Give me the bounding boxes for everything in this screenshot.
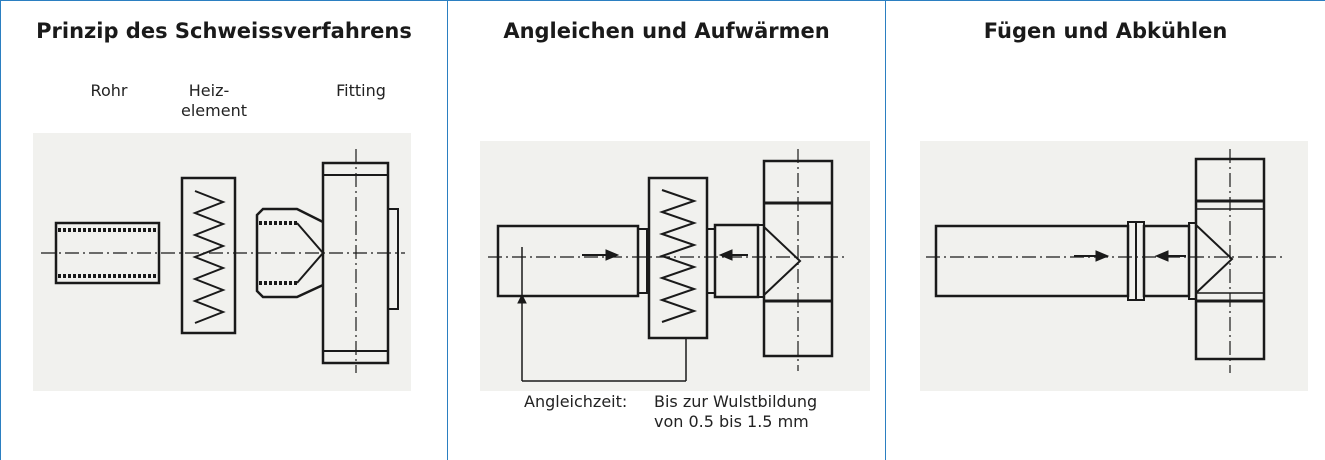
fitting-collar — [757, 224, 765, 298]
label-rohr: Rohr — [90, 81, 128, 100]
drawing-background — [920, 141, 1308, 391]
dimension-arrow — [517, 293, 527, 304]
pipe-shape — [54, 221, 161, 285]
panel-principle: Prinzip des Schweissverfahrens Rohr Heiz… — [0, 1, 447, 460]
fitting-flange — [387, 208, 399, 310]
heating-zigzag — [658, 189, 698, 323]
principle-drawing — [33, 133, 411, 391]
panel-join-cool: Fügen und Abkühlen — [885, 1, 1325, 460]
heating-element-shape — [180, 176, 237, 335]
join-cool-drawing — [920, 141, 1308, 391]
fitting-cone — [763, 226, 802, 296]
drawing-background — [33, 133, 411, 391]
label-heiz-line1: Heiz- — [188, 81, 230, 100]
panel-title: Fügen und Abkühlen — [983, 19, 1228, 43]
arrow-head-right — [1095, 250, 1110, 262]
fitting-collar — [1188, 222, 1197, 300]
panel-title: Angleichen und Aufwärmen — [503, 19, 830, 43]
heating-zigzag — [192, 190, 226, 324]
note-line2: von 0.5 bis 1.5 mm — [654, 412, 809, 431]
note-label: Angleichzeit: — [524, 392, 628, 411]
pipe-bead — [637, 228, 648, 294]
align-heat-drawing — [480, 141, 870, 391]
arrow-head-left — [1154, 250, 1169, 262]
label-heiz-line2: element — [181, 101, 247, 120]
note-line1: Bis zur Wulstbildung — [654, 392, 818, 411]
fitting-cone — [1195, 224, 1234, 294]
panel-title: Prinzip des Schweissverfahrens — [36, 19, 412, 43]
panel-align-heat: Angleichen und Aufwärmen — [447, 1, 885, 460]
label-fitting: Fitting — [336, 81, 386, 100]
drawing-background — [480, 141, 870, 391]
